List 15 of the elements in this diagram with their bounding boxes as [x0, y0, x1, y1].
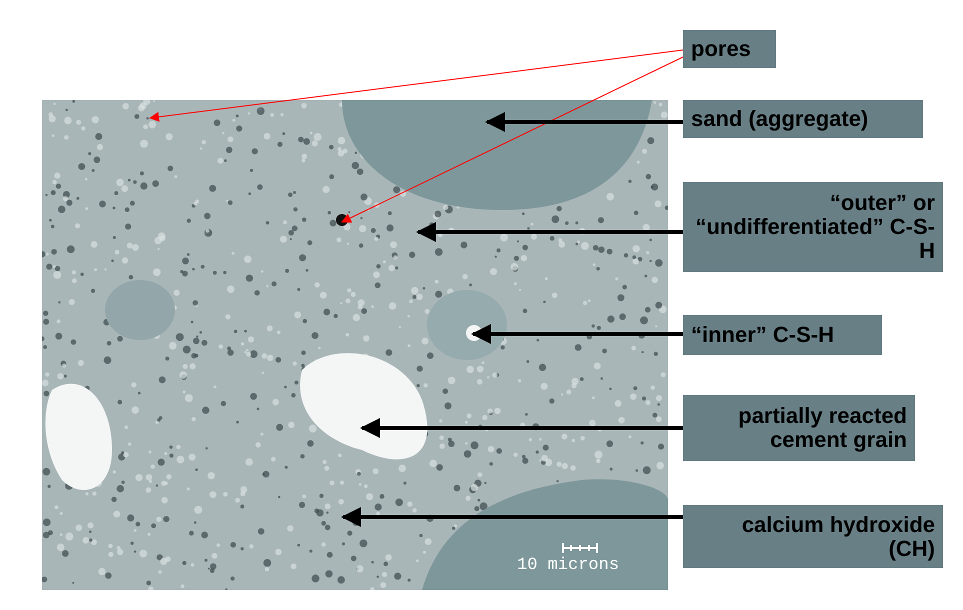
label-box: partially reacted cement grain: [683, 395, 915, 461]
label-box: pores: [683, 30, 776, 68]
micrograph-picture: [42, 100, 668, 590]
leader-line: [341, 56, 684, 223]
label-box: sand (aggregate): [683, 100, 923, 138]
scale-label: 10 microns: [517, 556, 620, 575]
label-box: calcium hydroxide (CH): [683, 505, 943, 568]
label-box: “outer” or “undifferentiated” C-S-H: [683, 182, 943, 272]
arrow: [471, 324, 683, 344]
arrow: [360, 418, 683, 438]
leader-line: [149, 50, 684, 122]
arrow: [485, 112, 683, 132]
label-box: “inner” C-S-H: [683, 315, 882, 355]
arrow: [416, 222, 683, 242]
arrow: [341, 507, 683, 527]
